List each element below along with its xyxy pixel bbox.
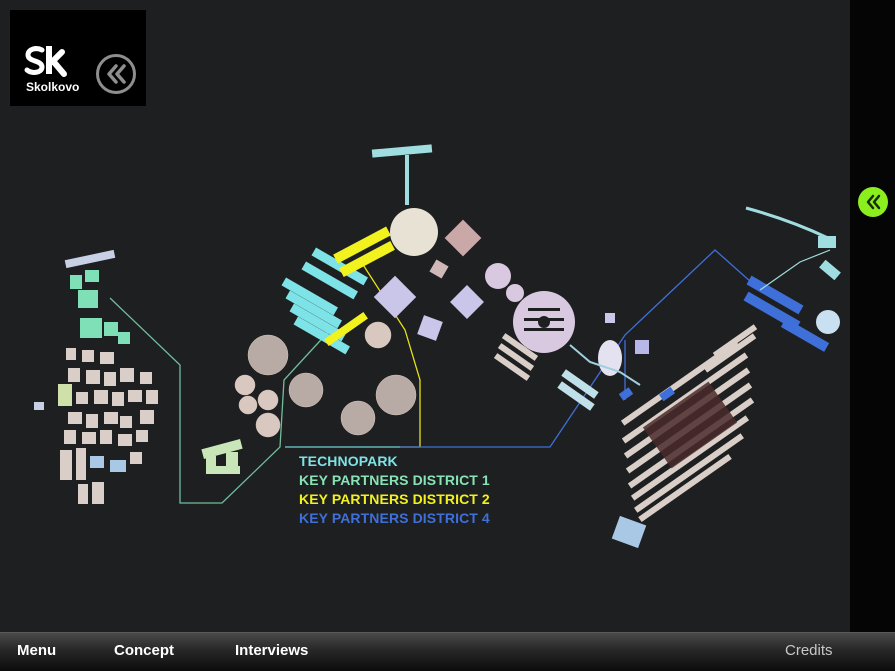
double-chevron-left-icon xyxy=(866,194,881,210)
masterplan-map xyxy=(34,144,841,549)
legend-key-partners-district-4: KEY PARTNERS DISTRICT 4 xyxy=(299,510,490,526)
district1-boundary xyxy=(109,297,331,504)
back-button[interactable] xyxy=(96,54,136,94)
skolkovo-logo-box: Skolkovo xyxy=(10,10,146,106)
skolkovo-logo-mark xyxy=(24,46,67,77)
northeast-features xyxy=(745,206,841,334)
legend-key-partners-district-1: KEY PARTNERS DISTRICT 1 xyxy=(299,472,490,488)
plaza-path xyxy=(569,344,641,386)
tower-mast xyxy=(405,155,409,205)
nav-menu[interactable]: Menu xyxy=(17,642,57,659)
side-panel xyxy=(850,0,895,632)
double-chevron-left-icon xyxy=(107,64,126,84)
bottom-navigation-bar: Menu Concept Interviews Credits xyxy=(0,632,895,671)
district1-building xyxy=(201,438,243,474)
district4-buildings xyxy=(618,275,830,402)
east-dark-plaza xyxy=(642,381,738,469)
panel-toggle-button[interactable] xyxy=(858,187,888,217)
technopark-buildings xyxy=(281,247,368,355)
legend-technopark: TECHNOPARK xyxy=(299,453,398,469)
nav-credits[interactable]: Credits xyxy=(785,642,833,659)
skolkovo-brand-label: Skolkovo xyxy=(26,80,80,94)
district-map-graphic xyxy=(34,144,841,549)
nav-interviews[interactable]: Interviews xyxy=(235,642,309,659)
legend-key-partners-district-2: KEY PARTNERS DISTRICT 2 xyxy=(299,491,490,507)
mid-residential-blocks xyxy=(493,333,599,411)
map-legend: TECHNOPARK KEY PARTNERS DISTRICT 1 KEY P… xyxy=(299,452,490,528)
plaza-grid xyxy=(524,308,564,331)
east-road xyxy=(759,249,831,291)
nav-concept[interactable]: Concept xyxy=(114,642,174,659)
dome-sphere xyxy=(390,208,438,256)
district2-buildings xyxy=(324,226,395,347)
tower-top xyxy=(371,144,433,158)
district4-boundary xyxy=(400,249,761,448)
pavilion-buildings xyxy=(373,219,649,549)
round-housing-pads xyxy=(234,321,417,438)
west-residential-cluster xyxy=(34,249,158,504)
